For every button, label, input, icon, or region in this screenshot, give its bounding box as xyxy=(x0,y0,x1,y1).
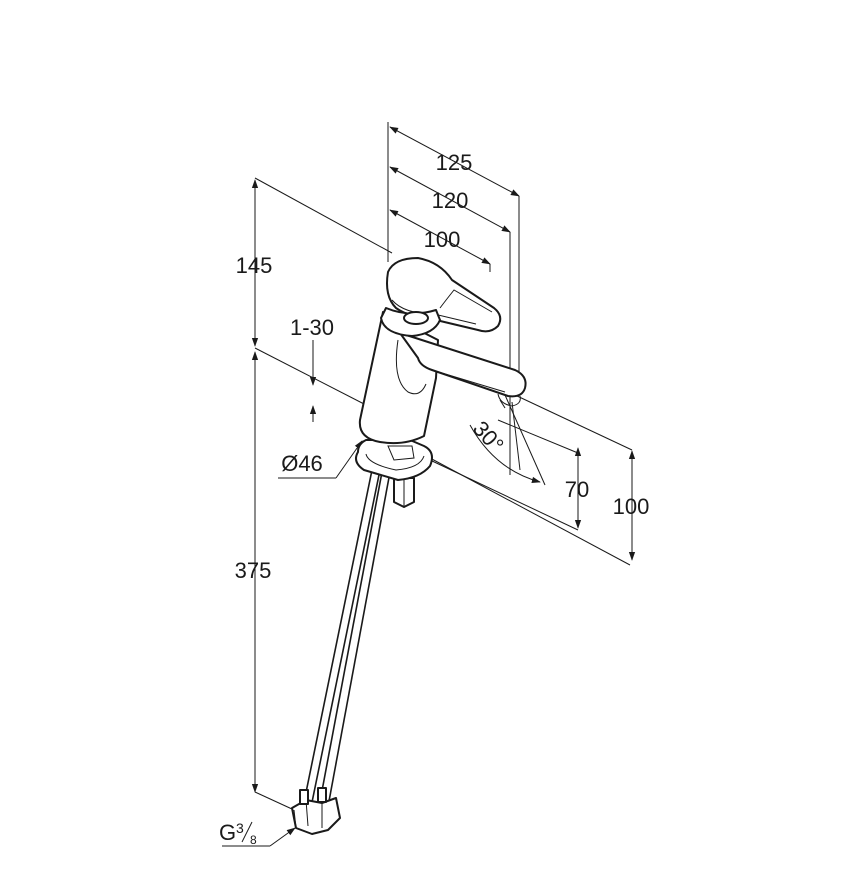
aerator-tick xyxy=(499,399,506,409)
hose-right-inner xyxy=(326,471,391,813)
right-dimension-group xyxy=(429,394,636,566)
spout-underside xyxy=(431,369,506,393)
label-100-top: 100 xyxy=(424,227,461,252)
label-d46: Ø46 xyxy=(281,451,323,476)
angle-ray-vertical xyxy=(511,401,521,471)
base-ring-inner xyxy=(365,453,425,471)
label-thread-base: G xyxy=(219,820,236,845)
aerator xyxy=(497,393,521,407)
label-375: 375 xyxy=(235,558,272,583)
extension-line-spout xyxy=(514,394,633,451)
label-120: 120 xyxy=(432,188,469,213)
label-145: 145 xyxy=(236,253,273,278)
label-100-right: 100 xyxy=(613,494,650,519)
extension-line-70-top xyxy=(497,419,579,454)
body-contour xyxy=(395,339,427,395)
label-thread-den: 8 xyxy=(250,833,257,847)
hose-collar-right xyxy=(317,787,327,803)
leader-arrow-thread xyxy=(269,827,296,847)
label-thread-slash xyxy=(241,821,253,843)
thread-leader xyxy=(222,827,296,847)
extension-line-70-bottom xyxy=(429,459,579,531)
spout xyxy=(399,332,527,398)
label-1-30: 1-30 xyxy=(290,315,334,340)
lever-edge xyxy=(439,289,493,313)
hose-fitting xyxy=(291,797,341,835)
label-125: 125 xyxy=(436,150,473,175)
extension-line-deck xyxy=(254,347,367,406)
label-70: 70 xyxy=(565,477,589,502)
top-dimension-group xyxy=(387,122,520,475)
hose-left-outer xyxy=(301,469,373,813)
hose-collar-left xyxy=(299,789,309,805)
base-clamp xyxy=(387,445,415,461)
extension-line-145-top xyxy=(254,177,393,254)
cartridge-cap xyxy=(403,311,429,325)
leader-arrow-d46 xyxy=(335,440,363,479)
dim-line-100-top xyxy=(389,209,491,265)
hose-right-outer xyxy=(317,471,383,813)
hose-left-inner xyxy=(309,469,381,813)
diameter-leader xyxy=(278,440,363,479)
label-thread: G 3 8 xyxy=(219,820,257,847)
label-thread-num: 3 xyxy=(236,820,244,836)
left-dimension-group xyxy=(251,177,393,816)
angle-arc-30 xyxy=(469,424,541,483)
faucet xyxy=(291,257,527,835)
angle-ray xyxy=(504,394,546,486)
